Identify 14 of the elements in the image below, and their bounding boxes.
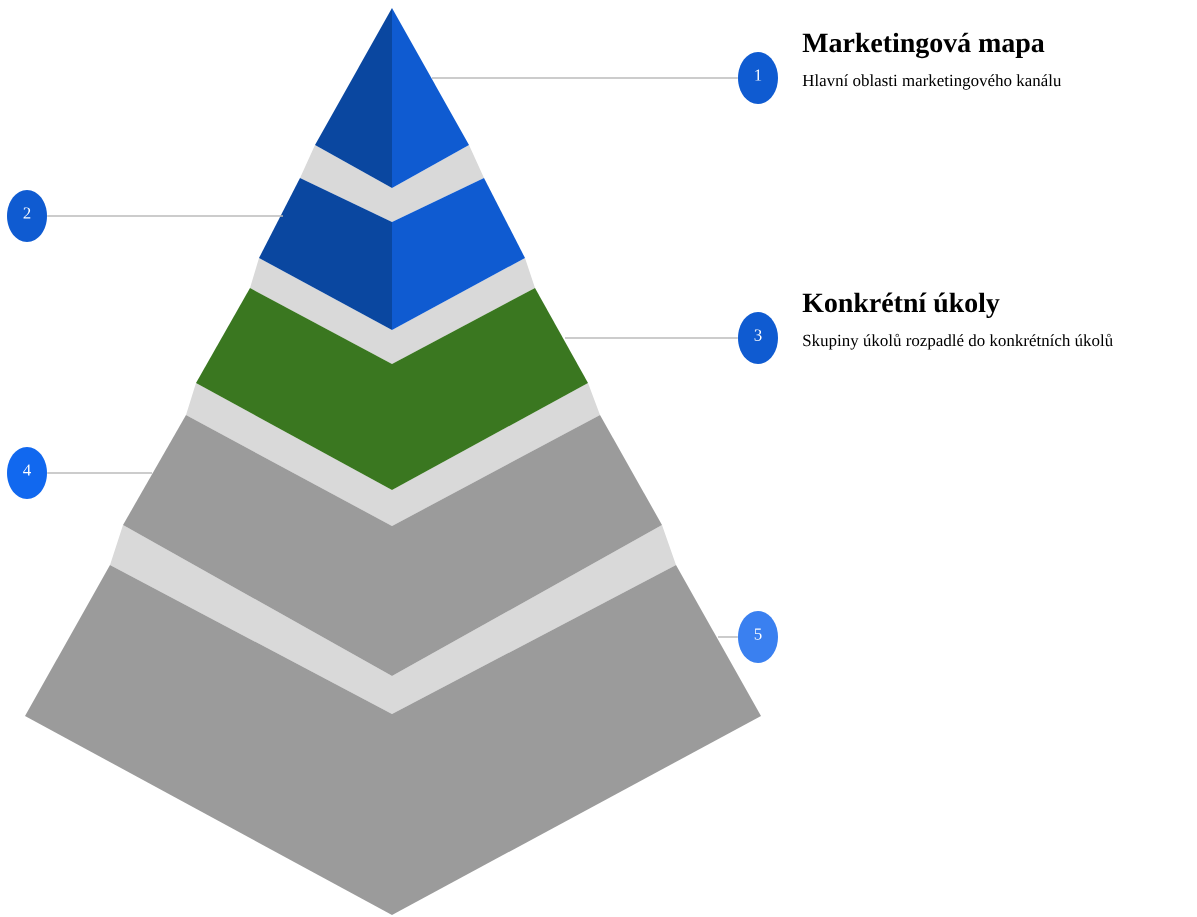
pyramid-tier — [123, 383, 662, 676]
pyramid-top — [315, 8, 469, 188]
heading: Marketingová mapa — [802, 32, 1045, 59]
leader-line — [717, 636, 739, 638]
description: Skupiny úkolů rozpadlé do konkrétních úkolů — [803, 333, 1113, 350]
description: Hlavní oblasti marketingového kanálu — [802, 74, 1062, 90]
pyramid-tier — [25, 525, 761, 915]
heading: Konkrétní úkoly — [802, 292, 1000, 318]
pyramid-tier — [259, 145, 525, 330]
leader-line — [564, 337, 739, 339]
leader-line — [46, 215, 284, 217]
leader-line — [46, 472, 153, 474]
leader-line — [431, 77, 739, 79]
pyramid-tier — [196, 258, 588, 490]
